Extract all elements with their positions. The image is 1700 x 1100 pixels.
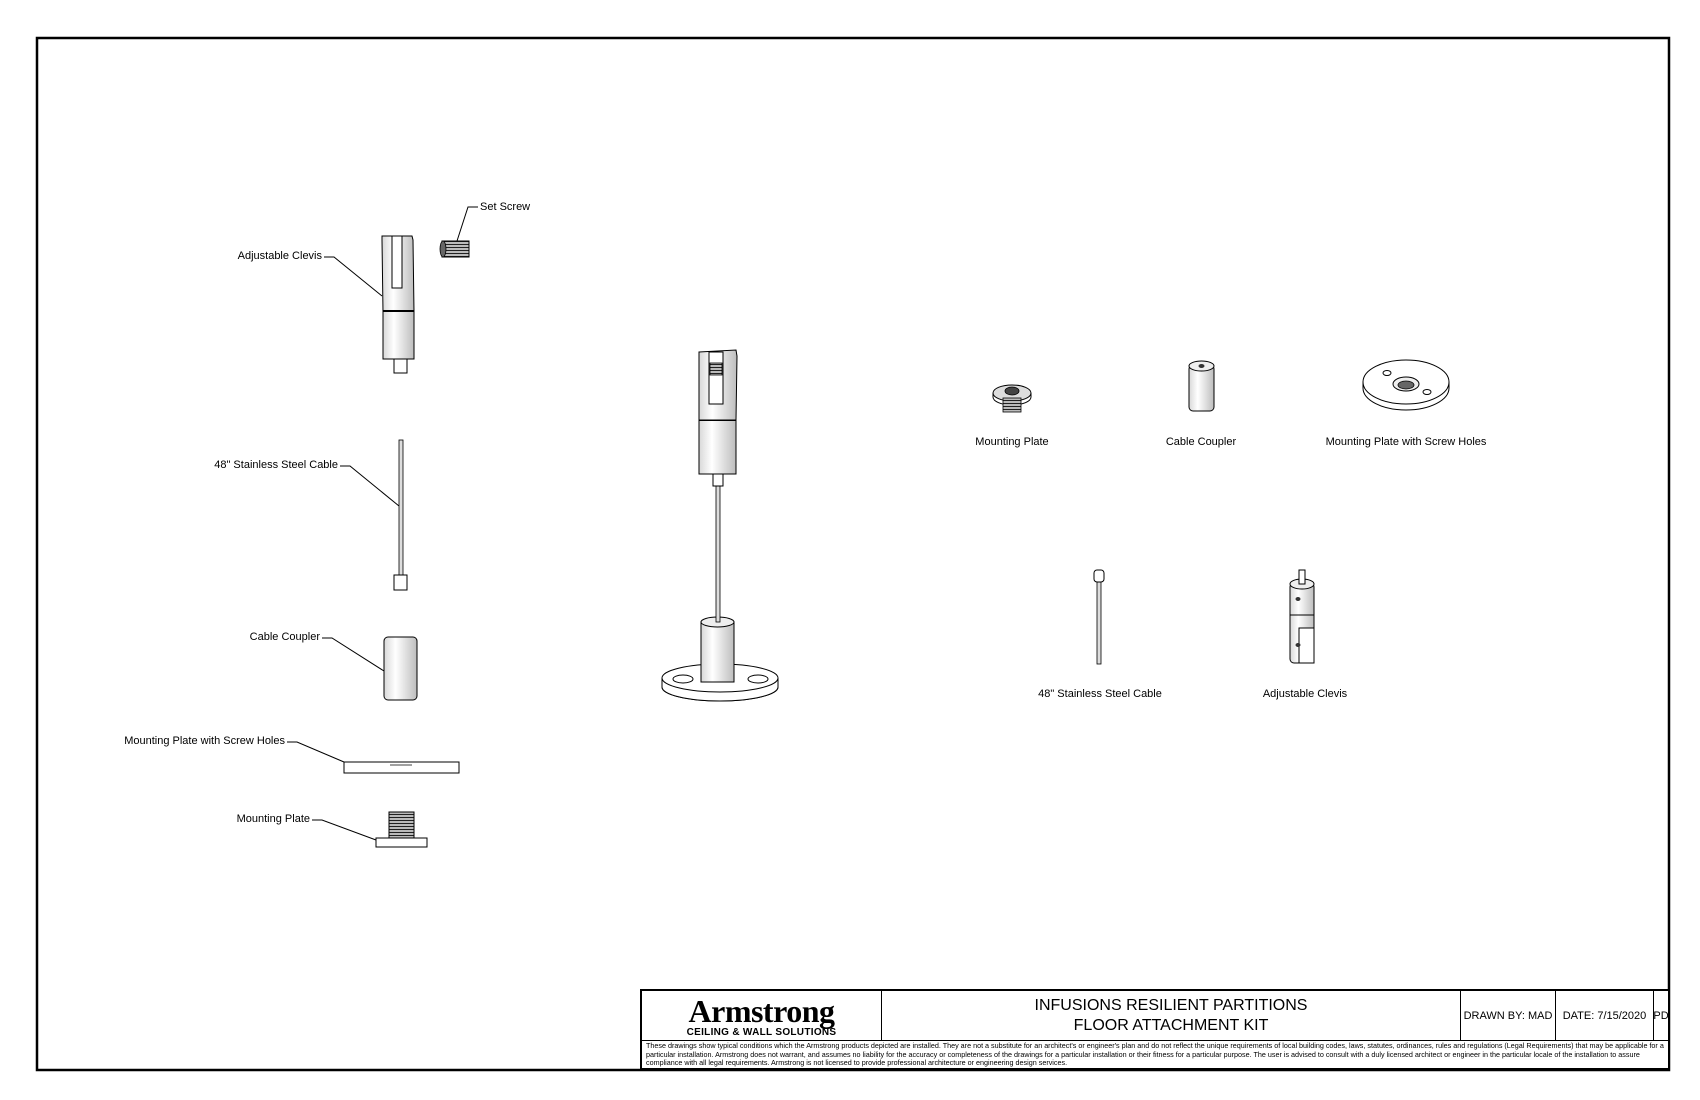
- mounting-plate-holes-part: [343, 761, 460, 774]
- sheet-code: PD: [1653, 1009, 1669, 1022]
- drawing-date: DATE: 7/15/2020: [1556, 991, 1654, 1040]
- title-block-header: Armstrong CEILING & WALL SOLUTIONS INFUS…: [642, 991, 1669, 1041]
- iso-mounting-plate: [992, 384, 1032, 413]
- cable-coupler-label: Cable Coupler: [249, 631, 320, 643]
- cable-coupler-part: [383, 636, 418, 701]
- mounting-plate-part: [375, 811, 428, 848]
- mounting-plate-label: Mounting Plate: [236, 813, 310, 825]
- title-line-2: FLOOR ATTACHMENT KIT: [1073, 1016, 1269, 1034]
- mounting-plate-holes-label: Mounting Plate with Screw Holes: [124, 735, 285, 747]
- cable-part: [393, 439, 408, 591]
- iso-mounting-plate-holes-label: Mounting Plate with Screw Holes: [1325, 436, 1487, 448]
- title-block: Armstrong CEILING & WALL SOLUTIONS INFUS…: [640, 989, 1670, 1070]
- iso-mounting-plate-label: Mounting Plate: [975, 436, 1049, 448]
- iso-cable: [1093, 569, 1105, 665]
- assembled-kit: [661, 349, 779, 702]
- adjustable-clevis-label: Adjustable Clevis: [237, 250, 322, 262]
- iso-mounting-plate-holes: [1362, 359, 1450, 411]
- iso-adjustable-clevis-label: Adjustable Clevis: [1262, 688, 1348, 700]
- title-line-1: INFUSIONS RESILIENT PARTITIONS: [1034, 996, 1308, 1014]
- armstrong-logo: Armstrong CEILING & WALL SOLUTIONS: [642, 991, 882, 1040]
- mounting-plate-holes-leader: [287, 741, 345, 763]
- sheet-border: [35, 36, 1671, 1072]
- adjustable-clevis-part: [381, 235, 415, 374]
- set-screw-label: Set Screw: [480, 201, 531, 213]
- drawn-by: DRAWN BY: MAD: [1461, 991, 1556, 1040]
- set-screw-leader: [456, 206, 478, 242]
- iso-cable-coupler: [1188, 360, 1215, 412]
- iso-adjustable-clevis: [1289, 569, 1315, 664]
- logo-wordmark: Armstrong: [688, 993, 836, 1029]
- logo-subtitle: CEILING & WALL SOLUTIONS: [686, 1027, 837, 1038]
- cable-coupler-leader: [322, 637, 385, 672]
- cable-leader: [340, 465, 400, 507]
- drawing-title: INFUSIONS RESILIENT PARTITIONS FLOOR ATT…: [882, 991, 1461, 1040]
- iso-cable-coupler-label: Cable Coupler: [1165, 436, 1237, 448]
- cable-label: 48" Stainless Steel Cable: [214, 459, 338, 471]
- mounting-plate-leader: [312, 819, 377, 841]
- set-screw-part: [439, 240, 470, 258]
- iso-cable-label: 48" Stainless Steel Cable: [1038, 688, 1162, 700]
- adjustable-clevis-leader: [324, 256, 383, 297]
- disclaimer-text: These drawings show typical conditions w…: [646, 1041, 1664, 1068]
